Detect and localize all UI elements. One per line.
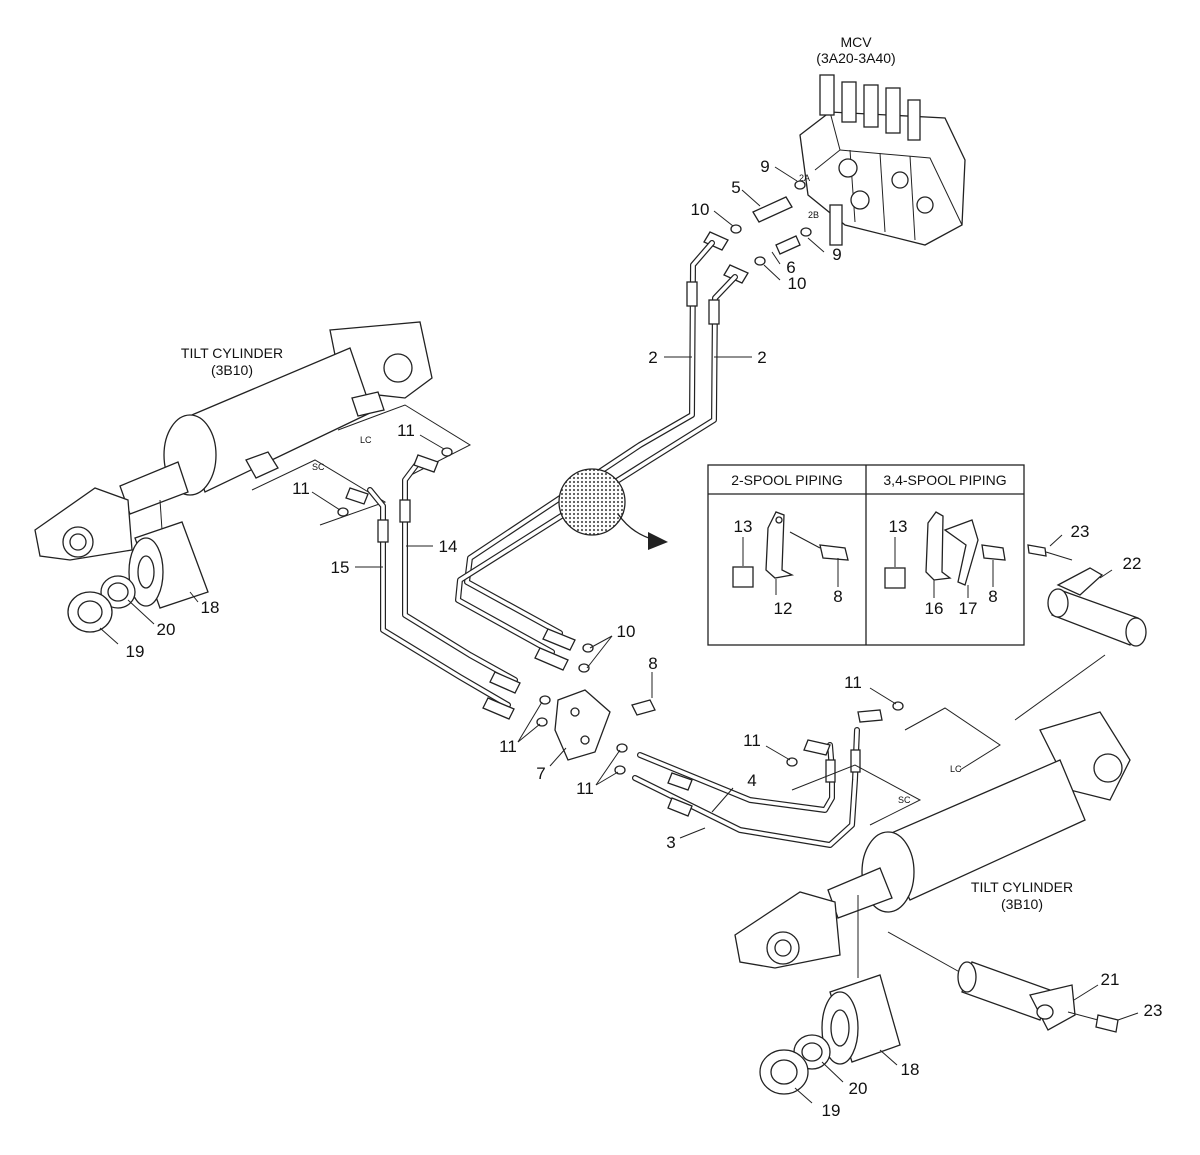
part-4: 4 xyxy=(747,771,756,790)
part-18a: 18 xyxy=(201,598,220,617)
bushing-right xyxy=(759,895,901,1095)
mcv-name: MCV xyxy=(840,34,872,50)
sc-left-label: SC xyxy=(312,462,325,472)
part-2a: 2 xyxy=(648,348,657,367)
part-9b: 9 xyxy=(832,245,841,264)
tilt-cylinder-left-name: TILT CYLINDER xyxy=(181,345,283,361)
part-20b: 20 xyxy=(849,1079,868,1098)
tilt-cylinder-left-ref: (3B10) xyxy=(211,362,253,378)
part-8: 8 xyxy=(648,654,657,673)
lc-right-label: LC xyxy=(950,764,962,774)
bushing-left xyxy=(67,499,209,633)
junction-block xyxy=(482,628,656,775)
part-10b: 10 xyxy=(788,274,807,293)
part-9a: 9 xyxy=(760,157,769,176)
detail-arrow-head xyxy=(648,532,668,550)
part-11e: 11 xyxy=(844,673,862,692)
part-11b: 11 xyxy=(292,479,310,498)
inset-col1-title: 2-SPOOL PIPING xyxy=(731,472,843,488)
part-5: 5 xyxy=(731,178,740,197)
part-21: 21 xyxy=(1101,970,1120,989)
tilt-cylinder-right-name: TILT CYLINDER xyxy=(971,879,1073,895)
tilt-cylinder-left xyxy=(34,321,433,561)
sc-right-label: SC xyxy=(898,795,911,805)
part-14: 14 xyxy=(439,537,458,556)
inset-part-17: 17 xyxy=(959,599,978,618)
inset-part-8a: 8 xyxy=(833,587,842,606)
piping-inset xyxy=(707,464,1025,646)
mcv-ref: (3A20-3A40) xyxy=(816,50,895,66)
tilt-cylinder-right-ref: (3B10) xyxy=(1001,896,1043,912)
pin-21 xyxy=(887,931,1119,1033)
part-11a: 11 xyxy=(397,421,415,440)
pipe-3-4 xyxy=(632,701,904,848)
part-18b: 18 xyxy=(901,1060,920,1079)
inset-leaders xyxy=(742,537,994,598)
port-2a-label: 2A xyxy=(799,173,810,183)
part-23a: 23 xyxy=(1071,522,1090,541)
leader-lines xyxy=(99,166,1139,1104)
part-19b: 19 xyxy=(822,1101,841,1120)
tilt-cylinder-right xyxy=(734,711,1131,969)
part-15: 15 xyxy=(331,558,350,577)
port-2b-label: 2B xyxy=(808,210,819,220)
mcv-valve xyxy=(799,74,966,246)
part-19a: 19 xyxy=(126,642,145,661)
inset-part-13b: 13 xyxy=(889,517,908,536)
part-3: 3 xyxy=(666,833,675,852)
pipe-2-pair xyxy=(455,240,738,655)
part-10c: 10 xyxy=(617,622,636,641)
pin-22 xyxy=(1027,544,1147,647)
part-7: 7 xyxy=(536,764,545,783)
part-11d: 11 xyxy=(576,779,594,798)
part-11f: 11 xyxy=(743,731,761,750)
part-6: 6 xyxy=(786,258,795,277)
part-20a: 20 xyxy=(157,620,176,639)
inset-part-12: 12 xyxy=(774,599,793,618)
inset-part-13a: 13 xyxy=(734,517,753,536)
part-11c: 11 xyxy=(499,737,517,756)
lc-left-label: LC xyxy=(360,435,372,445)
pipe-14-15 xyxy=(337,447,518,708)
part-23b: 23 xyxy=(1144,1001,1163,1020)
inset-col2-title: 3,4-SPOOL PIPING xyxy=(883,472,1006,488)
mcv-fittings xyxy=(703,180,812,284)
inset-part-16: 16 xyxy=(925,599,944,618)
lc-sc-boxes-right xyxy=(791,654,1106,826)
inset-part-8b: 8 xyxy=(988,587,997,606)
part-10a: 10 xyxy=(691,200,710,219)
detail-marker xyxy=(558,468,626,536)
part-22: 22 xyxy=(1123,554,1142,573)
part-2b: 2 xyxy=(757,348,766,367)
